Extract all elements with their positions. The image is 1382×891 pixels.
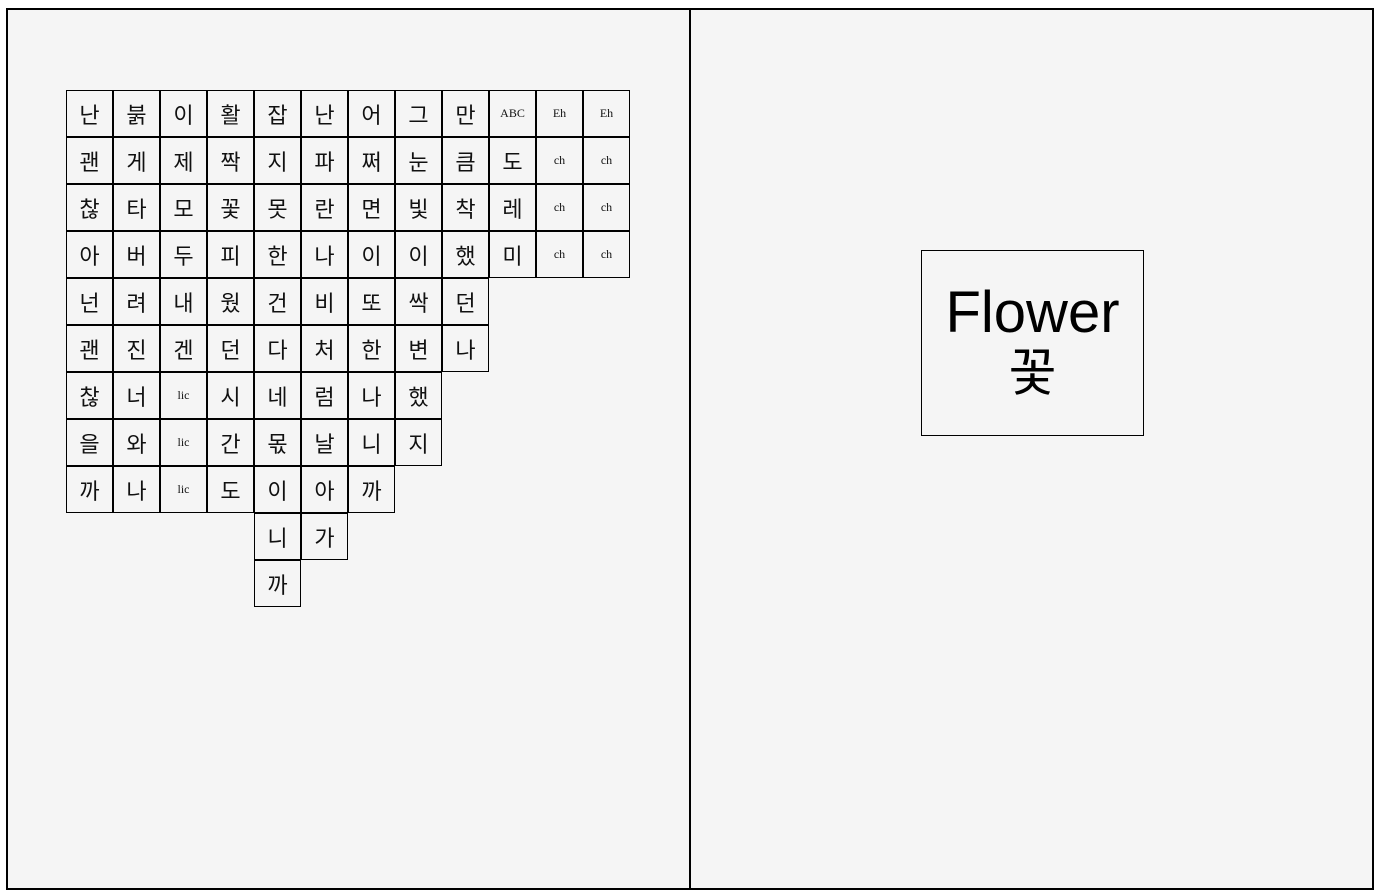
letter-tile[interactable]: 비 — [301, 278, 348, 325]
letter-tile[interactable]: 그 — [395, 90, 442, 137]
letter-tile[interactable]: 버 — [113, 231, 160, 278]
letter-tile[interactable]: lic — [160, 372, 207, 419]
word-card[interactable]: Flower 꽃 — [921, 250, 1144, 436]
letter-tile[interactable]: 찮 — [66, 372, 113, 419]
letter-tile[interactable]: 다 — [254, 325, 301, 372]
letter-tile[interactable]: 게 — [113, 137, 160, 184]
letter-tile[interactable]: 두 — [160, 231, 207, 278]
letter-tile[interactable]: 이 — [395, 231, 442, 278]
letter-tile[interactable]: 난 — [66, 90, 113, 137]
letter-tile[interactable]: 이 — [160, 90, 207, 137]
letter-tile[interactable]: 어 — [348, 90, 395, 137]
letter-tile[interactable]: 란 — [301, 184, 348, 231]
letter-tile[interactable]: 미 — [489, 231, 536, 278]
letter-tile[interactable]: 이 — [254, 466, 301, 513]
letter-tile[interactable]: 와 — [113, 419, 160, 466]
letter-tile[interactable]: 쩌 — [348, 137, 395, 184]
letter-tile[interactable]: 활 — [207, 90, 254, 137]
letter-tile[interactable]: 던 — [207, 325, 254, 372]
letter-tile[interactable]: 날 — [301, 419, 348, 466]
letter-tile[interactable]: 지 — [395, 419, 442, 466]
letter-tile[interactable]: 너 — [113, 372, 160, 419]
letter-tile[interactable]: ch — [583, 184, 630, 231]
letter-tile[interactable]: 던 — [442, 278, 489, 325]
letter-tile[interactable]: ABC — [489, 90, 536, 137]
letter-tile[interactable]: ch — [536, 184, 583, 231]
letter-tile[interactable]: ch — [536, 137, 583, 184]
letter-tile[interactable]: 레 — [489, 184, 536, 231]
letter-tile[interactable]: 나 — [442, 325, 489, 372]
letter-tile[interactable]: 잡 — [254, 90, 301, 137]
letter-tile[interactable]: 난 — [301, 90, 348, 137]
letter-tile[interactable]: 네 — [254, 372, 301, 419]
letter-tile[interactable]: 까 — [348, 466, 395, 513]
letter-tile[interactable]: 니 — [348, 419, 395, 466]
letter-tile[interactable]: 진 — [113, 325, 160, 372]
letter-tile[interactable]: 제 — [160, 137, 207, 184]
letter-tile[interactable]: 겐 — [160, 325, 207, 372]
letter-tile[interactable]: 타 — [113, 184, 160, 231]
letter-tile[interactable]: 나 — [348, 372, 395, 419]
letter-tile[interactable]: 가 — [301, 513, 348, 560]
letter-tile[interactable]: lic — [160, 419, 207, 466]
letter-tile[interactable]: 려 — [113, 278, 160, 325]
letter-tile[interactable]: 짝 — [207, 137, 254, 184]
letter-tile[interactable]: 모 — [160, 184, 207, 231]
letter-tile[interactable]: 도 — [489, 137, 536, 184]
letter-tile[interactable]: 아 — [301, 466, 348, 513]
letter-tile[interactable]: 이 — [348, 231, 395, 278]
letter-tile[interactable]: 나 — [301, 231, 348, 278]
letter-tile[interactable]: 지 — [254, 137, 301, 184]
letter-tile[interactable]: 까 — [254, 560, 301, 607]
letter-tile[interactable]: ch — [536, 231, 583, 278]
letter-tile[interactable]: 괜 — [66, 137, 113, 184]
letter-tile[interactable]: Eh — [583, 90, 630, 137]
letter-tile[interactable]: 큼 — [442, 137, 489, 184]
letter-tile[interactable]: 피 — [207, 231, 254, 278]
letter-tile[interactable]: 못 — [254, 184, 301, 231]
letter-tile[interactable]: 도 — [207, 466, 254, 513]
letter-tile[interactable]: 웠 — [207, 278, 254, 325]
letter-tile[interactable]: Eh — [536, 90, 583, 137]
letter-tile[interactable]: 싹 — [395, 278, 442, 325]
letter-tile[interactable]: 눈 — [395, 137, 442, 184]
letter-tile[interactable]: 처 — [301, 325, 348, 372]
letter-tile[interactable]: 했 — [395, 372, 442, 419]
letter-tile[interactable]: 또 — [348, 278, 395, 325]
letter-tile[interactable]: 시 — [207, 372, 254, 419]
letter-tile[interactable]: 간 — [207, 419, 254, 466]
letter-tile[interactable]: 변 — [395, 325, 442, 372]
letter-tile[interactable]: 건 — [254, 278, 301, 325]
letter-tile[interactable]: 한 — [348, 325, 395, 372]
letter-tile[interactable]: 니 — [254, 513, 301, 560]
card-hangul: 꽃 — [1008, 344, 1057, 404]
letter-tile[interactable]: 찮 — [66, 184, 113, 231]
letter-tile[interactable]: 했 — [442, 231, 489, 278]
letter-tile[interactable]: 넌 — [66, 278, 113, 325]
letter-tile[interactable]: 한 — [254, 231, 301, 278]
letter-tile[interactable]: 빛 — [395, 184, 442, 231]
word-card-panel: Flower 꽃 — [689, 8, 1374, 890]
letter-tile[interactable]: 꽃 — [207, 184, 254, 231]
letter-tile[interactable]: 착 — [442, 184, 489, 231]
letter-tile[interactable]: 럼 — [301, 372, 348, 419]
letter-tile[interactable]: 나 — [113, 466, 160, 513]
letter-tile[interactable]: 파 — [301, 137, 348, 184]
letter-tile[interactable]: 까 — [66, 466, 113, 513]
letter-tile[interactable]: 붉 — [113, 90, 160, 137]
letter-tile[interactable]: 괜 — [66, 325, 113, 372]
letter-tile[interactable]: 몫 — [254, 419, 301, 466]
letter-tile[interactable]: lic — [160, 466, 207, 513]
letter-tile[interactable]: 면 — [348, 184, 395, 231]
letter-tile[interactable]: 내 — [160, 278, 207, 325]
letter-tile[interactable]: 을 — [66, 419, 113, 466]
card-word: Flower — [945, 280, 1120, 345]
letter-tile[interactable]: 아 — [66, 231, 113, 278]
letter-tile[interactable]: 만 — [442, 90, 489, 137]
letter-tile[interactable]: ch — [583, 231, 630, 278]
letter-tile[interactable]: ch — [583, 137, 630, 184]
